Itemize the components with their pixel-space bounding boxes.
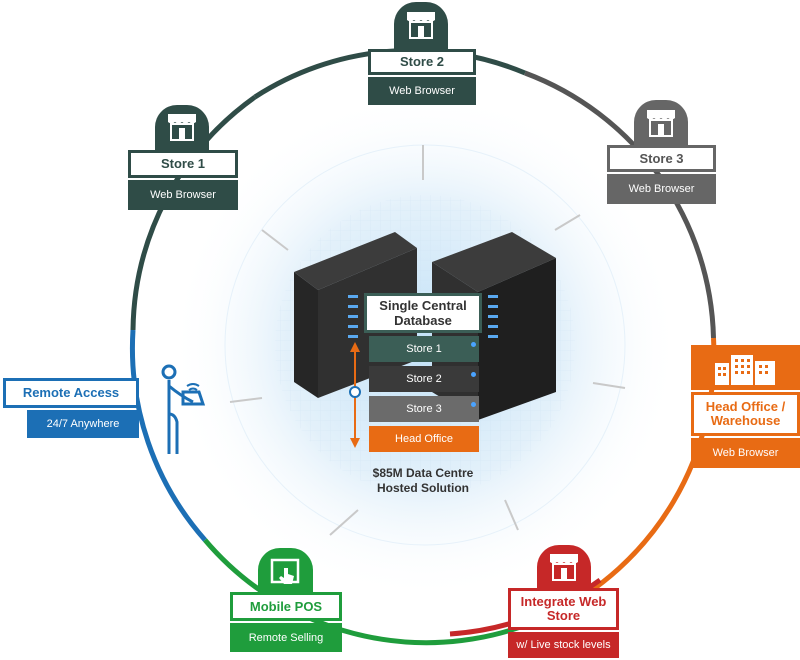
web-store-subtitle: w/ Live stock levels [508, 632, 619, 658]
db-bar-head-office: Head Office [369, 426, 479, 452]
touch-pos-icon [270, 558, 300, 584]
sync-arrow [349, 342, 361, 448]
caption-line-2: Hosted Solution [377, 481, 469, 495]
mobile-pos-subtitle: Remote Selling [230, 623, 342, 652]
db-bar-store-2: Store 2 [369, 366, 479, 392]
db-bar-store-3: Store 3 [369, 396, 479, 422]
store-1-subtitle: Web Browser [128, 180, 238, 210]
store-2-tab [394, 2, 448, 52]
buildings-icon [715, 355, 775, 385]
store-3-title: Store 3 [607, 145, 716, 172]
web-store-tab [537, 545, 591, 590]
db-bar-indicator [471, 372, 476, 377]
store-2-title: Store 2 [368, 49, 476, 75]
central-database-label: Single Central Database [364, 293, 482, 333]
remote-access-title: Remote Access [3, 378, 139, 408]
head-office-subtitle: Web Browser [691, 438, 800, 468]
store-3-tab [634, 100, 688, 148]
mobile-pos-tab [258, 548, 313, 594]
caption-line-1: $85M Data Centre [372, 466, 474, 480]
store-2-subtitle: Web Browser [368, 77, 476, 105]
db-bar-indicator [471, 342, 476, 347]
head-office-title: Head Office / Warehouse [691, 392, 800, 436]
data-centre-caption: $85M Data Centre Hosted Solution [343, 466, 503, 496]
storefront-icon [168, 114, 196, 141]
tick-marks [229, 145, 626, 536]
store-1-tab [155, 105, 209, 151]
storefront-icon [647, 110, 675, 137]
store-3-subtitle: Web Browser [607, 174, 716, 204]
halo-ring [224, 144, 626, 546]
storefront-icon [407, 12, 435, 39]
remote-access-subtitle: 24/7 Anywhere [27, 410, 139, 438]
mobile-pos-title: Mobile POS [230, 592, 342, 621]
web-store-title: Integrate Web Store [508, 588, 619, 630]
db-bar-indicator [471, 402, 476, 407]
head-office-tab [691, 345, 800, 390]
db-bar-store-1: Store 1 [369, 336, 479, 362]
person-laptop-icon [161, 364, 206, 454]
storefront-icon [550, 554, 578, 581]
store-1-title: Store 1 [128, 150, 238, 178]
